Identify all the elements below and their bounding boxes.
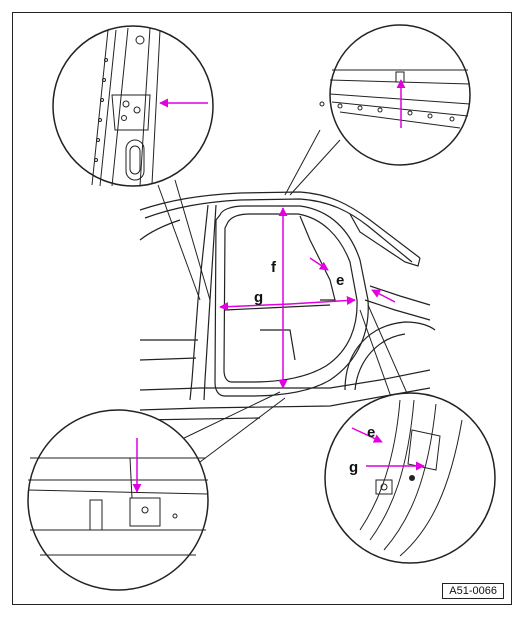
- leader-lines: [157, 129, 411, 463]
- dimension-g-arrow-left: [219, 302, 291, 312]
- label-f: f: [271, 259, 277, 276]
- label-g-detail: g: [349, 459, 358, 476]
- dimension-e-arrow-pillar: [371, 289, 396, 303]
- arrow-e-detail: [351, 427, 383, 443]
- measurement-arrows: [219, 207, 396, 389]
- reference-code: A51-0066: [442, 583, 504, 599]
- detail-circle-sill: [27, 409, 209, 591]
- label-e-main: e: [336, 272, 344, 289]
- car-body: [139, 191, 436, 421]
- dimension-g-arrow-right: [289, 296, 356, 305]
- detail-circle-c-pillar: [324, 392, 496, 564]
- detail-circle-roof-rail: [319, 24, 471, 166]
- detail-circle-b-pillar: [52, 25, 214, 187]
- label-e-detail: e: [367, 424, 375, 441]
- dimension-e-arrow: [309, 257, 329, 271]
- label-g-main: g: [254, 289, 263, 306]
